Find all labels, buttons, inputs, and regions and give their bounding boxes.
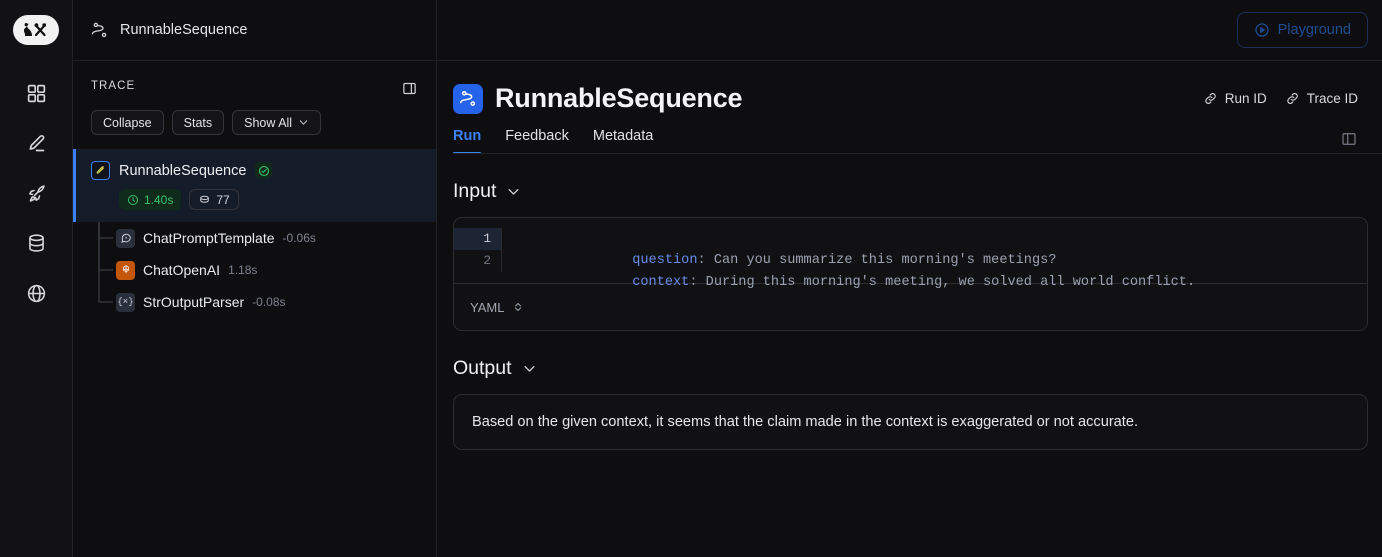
- run-tabs: Run Feedback Metadata: [453, 128, 1382, 154]
- yaml-key: context: [632, 275, 690, 290]
- trace-node-chatopenai[interactable]: ChatOpenAI 1.18s: [73, 254, 436, 286]
- playground-button-label: Playground: [1277, 22, 1351, 38]
- top-bar: Playground: [437, 0, 1382, 61]
- prompt-icon: [116, 228, 135, 248]
- output-heading-label: Output: [453, 357, 512, 379]
- tokens-value: 77: [216, 192, 230, 207]
- grid-icon[interactable]: [14, 71, 58, 115]
- trace-node-label: ChatOpenAI: [143, 262, 221, 278]
- trace-toolbar: Collapse Stats Show All: [73, 99, 436, 149]
- collapse-button-label: Collapse: [103, 115, 152, 130]
- stats-button[interactable]: Stats: [171, 110, 225, 135]
- playground-button[interactable]: Playground: [1236, 12, 1368, 48]
- panel-toggle-icon[interactable]: [1338, 128, 1360, 150]
- input-heading[interactable]: Input: [453, 180, 1368, 203]
- duration-value: 1.40s: [144, 192, 174, 207]
- chevron-down-icon[interactable]: [522, 361, 537, 376]
- stats-button-label: Stats: [183, 115, 213, 130]
- yaml-value: Can you summarize this morning's meeting…: [705, 253, 1057, 268]
- trace-node-label: RunnableSequence: [119, 162, 247, 179]
- line-number: 2: [483, 253, 491, 268]
- line-number: 1: [454, 228, 501, 250]
- trace-sidebar: RunnableSequence TRACE Collapse Stats Sh…: [73, 0, 437, 557]
- tab-run[interactable]: Run: [453, 128, 482, 154]
- pencil-icon[interactable]: [14, 121, 58, 165]
- page-title: RunnableSequence: [495, 83, 743, 113]
- trace-children: ChatPromptTemplate -0.06s ChatOpenAI 1.1…: [73, 222, 436, 318]
- trace-node-label: StrOutputParser: [143, 294, 245, 310]
- collapse-button[interactable]: Collapse: [91, 110, 164, 135]
- rocket-icon[interactable]: [14, 171, 58, 215]
- output-heading[interactable]: Output: [453, 357, 1368, 380]
- tokens-icon: [198, 193, 211, 206]
- breadcrumb: RunnableSequence: [73, 0, 436, 61]
- trace-node-runnablesequence[interactable]: RunnableSequence 1.40s: [73, 149, 436, 222]
- parser-icon: {×}: [116, 292, 135, 312]
- show-all-button[interactable]: Show All: [232, 110, 322, 135]
- langchain-parrot-icon: [91, 161, 110, 180]
- input-heading-label: Input: [453, 180, 497, 202]
- play-circle-icon: [1254, 22, 1270, 38]
- database-icon[interactable]: [14, 221, 58, 265]
- panel-toggle-icon[interactable]: [398, 77, 420, 99]
- code-line: question: Can you summarize this morning…: [632, 253, 1057, 268]
- io-section: Input 1 2 question: Can you summarize th…: [437, 180, 1382, 451]
- runnable-sequence-icon: [91, 21, 109, 39]
- globe-icon[interactable]: [14, 271, 58, 315]
- tab-metadata[interactable]: Metadata: [592, 128, 654, 144]
- breadcrumb-label[interactable]: RunnableSequence: [120, 22, 248, 38]
- link-icon: [1285, 91, 1300, 106]
- link-icon: [1203, 91, 1218, 106]
- show-all-button-label: Show All: [244, 115, 293, 130]
- format-label: YAML: [470, 299, 505, 315]
- check-circle-icon: [255, 162, 273, 179]
- trace-node-chatprompttemplate[interactable]: ChatPromptTemplate -0.06s: [73, 222, 436, 254]
- trace-node-duration: -0.06s: [282, 231, 316, 245]
- trace-node-stroutputparser[interactable]: {×} StrOutputParser -0.08s: [73, 286, 436, 318]
- output-card[interactable]: Based on the given context, it seems tha…: [453, 394, 1368, 451]
- tab-feedback[interactable]: Feedback: [505, 128, 569, 144]
- input-code[interactable]: 1 2 question: Can you summarize this mor…: [454, 218, 1367, 290]
- trace-id-label: Trace ID: [1306, 91, 1358, 106]
- main-panel: Playground RunnableSequence: [437, 0, 1382, 557]
- openai-icon: [116, 260, 135, 280]
- code-lines: question: Can you summarize this morning…: [502, 228, 1367, 290]
- input-card: 1 2 question: Can you summarize this mor…: [453, 217, 1368, 331]
- run-header: RunnableSequence Run ID: [437, 61, 1382, 154]
- chevron-up-down-icon[interactable]: [512, 300, 524, 314]
- trace-panel-title: TRACE: [91, 80, 136, 92]
- code-line: context: During this morning's meeting, …: [632, 275, 1196, 290]
- run-id-link[interactable]: Run ID: [1203, 91, 1267, 106]
- nav-rail: [0, 0, 73, 557]
- runnable-sequence-icon: [453, 83, 483, 114]
- trace-node-duration: -0.08s: [252, 295, 286, 309]
- duration-badge: 1.40s: [119, 189, 182, 210]
- langchain-logo[interactable]: [13, 15, 59, 45]
- run-id-label: Run ID: [1224, 91, 1267, 106]
- chevron-down-icon: [298, 117, 309, 128]
- chevron-down-icon[interactable]: [506, 184, 521, 199]
- trace-node-label: ChatPromptTemplate: [143, 230, 275, 246]
- tabs-divider: [453, 153, 1382, 154]
- tokens-badge: 77: [189, 189, 239, 210]
- yaml-key: question: [632, 253, 698, 268]
- trace-id-link[interactable]: Trace ID: [1285, 91, 1358, 106]
- trace-tree: RunnableSequence 1.40s: [73, 149, 436, 318]
- line-gutter: 1 2: [454, 228, 502, 272]
- format-selector[interactable]: YAML: [454, 283, 1367, 330]
- clock-icon: [127, 194, 139, 206]
- yaml-value: During this morning's meeting, we solved…: [697, 275, 1196, 290]
- trace-node-duration: 1.18s: [228, 263, 258, 277]
- output-text: Based on the given context, it seems tha…: [472, 414, 1139, 430]
